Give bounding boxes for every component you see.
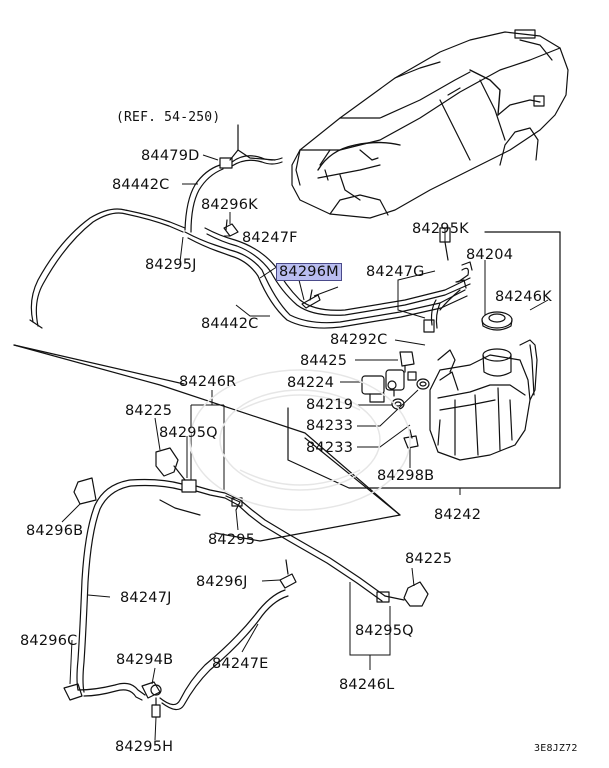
watermark-emblem <box>189 369 411 511</box>
part-label-84295Q-upper[interactable]: 84295Q <box>159 425 218 441</box>
assembly-bracket <box>287 231 561 489</box>
part-label-84442C-upper[interactable]: 84442C <box>112 177 170 193</box>
part-label-84296M[interactable]: 84296M <box>276 263 342 281</box>
part-label-84296J[interactable]: 84296J <box>196 574 248 590</box>
ref-leader <box>237 124 276 161</box>
part-label-84233-upper[interactable]: 84233 <box>306 418 354 434</box>
lower-hoses <box>63 447 429 718</box>
part-label-84479D[interactable]: 84479D <box>141 148 200 164</box>
part-label-84224[interactable]: 84224 <box>287 375 335 391</box>
part-label-84295K[interactable]: 84295K <box>412 221 469 237</box>
vehicle-illustration <box>291 29 569 219</box>
part-label-84225-right[interactable]: 84225 <box>405 551 453 567</box>
part-label-84225-left[interactable]: 84225 <box>125 403 173 419</box>
part-label-84219[interactable]: 84219 <box>306 397 354 413</box>
part-label-84296K[interactable]: 84296K <box>201 197 258 213</box>
part-label-84295H[interactable]: 84295H <box>115 739 174 755</box>
part-label-84246R[interactable]: 84246R <box>179 374 237 390</box>
part-label-84246K[interactable]: 84246K <box>495 289 552 305</box>
upper-hoses <box>29 155 473 333</box>
part-label-84233-lower[interactable]: 84233 <box>306 440 354 456</box>
leader-lines <box>61 154 549 741</box>
part-label-84296B[interactable]: 84296B <box>26 523 84 539</box>
part-label-84425[interactable]: 84425 <box>300 353 348 369</box>
part-label-84298B[interactable]: 84298B <box>377 468 435 484</box>
part-label-84294B[interactable]: 84294B <box>116 652 174 668</box>
washer-reservoir <box>429 311 538 461</box>
washer-pumps <box>361 344 535 449</box>
part-label-84247G[interactable]: 84247G <box>366 264 425 280</box>
part-label-84295[interactable]: 84295 <box>208 532 256 548</box>
part-label-84247F[interactable]: 84247F <box>242 230 298 246</box>
reference-note: (REF. 54-250) <box>116 110 221 125</box>
part-label-84295J[interactable]: 84295J <box>145 257 197 273</box>
part-label-84242[interactable]: 84242 <box>434 507 482 523</box>
part-label-84295Q-lower[interactable]: 84295Q <box>355 623 414 639</box>
part-label-84246L[interactable]: 84246L <box>339 677 395 693</box>
part-label-84247J[interactable]: 84247J <box>120 590 172 606</box>
part-label-84442C-lower[interactable]: 84442C <box>201 316 259 332</box>
diagram-code: 3E8JZ72 <box>534 743 578 754</box>
part-label-84292C[interactable]: 84292C <box>330 332 388 348</box>
part-label-84204[interactable]: 84204 <box>466 247 514 263</box>
part-label-84247E[interactable]: 84247E <box>212 656 269 672</box>
part-label-84296C[interactable]: 84296C <box>20 633 78 649</box>
